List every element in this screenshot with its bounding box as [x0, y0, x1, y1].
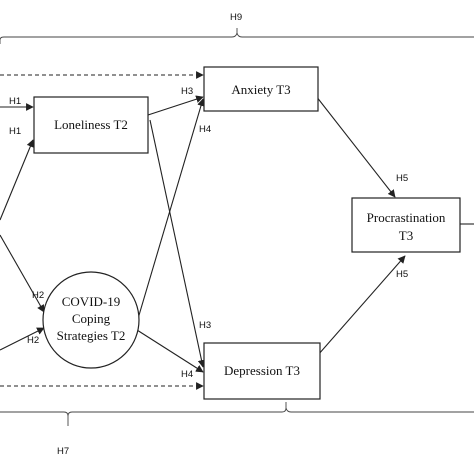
label-h3-top: H3	[181, 86, 193, 97]
svg-text:Procrastination: Procrastination	[367, 210, 446, 225]
h9-brace	[0, 28, 474, 44]
svg-text:Anxiety T3: Anxiety T3	[231, 82, 290, 97]
edge-coping-depression	[136, 329, 204, 373]
edge-coping-anxiety	[136, 98, 205, 323]
h7-label: H7	[57, 446, 69, 457]
label-h4-bottom: H4	[181, 369, 193, 380]
edge-h2-upper	[0, 234, 45, 313]
edge-loneliness-depression	[149, 119, 206, 368]
svg-text:Loneliness T2: Loneliness T2	[54, 117, 128, 132]
node-anxiety: Anxiety T3	[203, 66, 319, 112]
svg-text:Strategies T2: Strategies T2	[57, 328, 126, 343]
node-coping: COVID-19 Coping Strategies T2	[42, 271, 140, 369]
node-depression: Depression T3	[203, 342, 321, 400]
label-h3-bottom: H3	[199, 320, 211, 331]
edge-h2-lower	[0, 327, 45, 351]
svg-text:COVID-19: COVID-19	[62, 294, 121, 309]
label-h4-top: H4	[199, 124, 211, 135]
label-h2-bottom: H2	[27, 335, 39, 346]
node-loneliness: Loneliness T2	[33, 96, 149, 154]
h9-label: H9	[230, 12, 242, 23]
svg-text:Depression T3: Depression T3	[224, 363, 300, 378]
label-h1-bottom: H1	[9, 126, 21, 137]
label-h5-bottom: H5	[396, 269, 408, 280]
edge-h1-lower	[0, 139, 34, 221]
label-h5-top: H5	[396, 173, 408, 184]
svg-text:T3: T3	[399, 228, 413, 243]
label-h2-top: H2	[32, 290, 44, 301]
edge-anxiety-procrastination	[315, 95, 396, 198]
label-h1-top: H1	[9, 96, 21, 107]
edge-depression-procrastination	[317, 255, 406, 356]
svg-text:Coping: Coping	[72, 311, 111, 326]
node-procrastination: Procrastination T3	[351, 197, 461, 253]
h7-brace	[0, 402, 474, 426]
edge-loneliness-anxiety	[147, 95, 204, 116]
